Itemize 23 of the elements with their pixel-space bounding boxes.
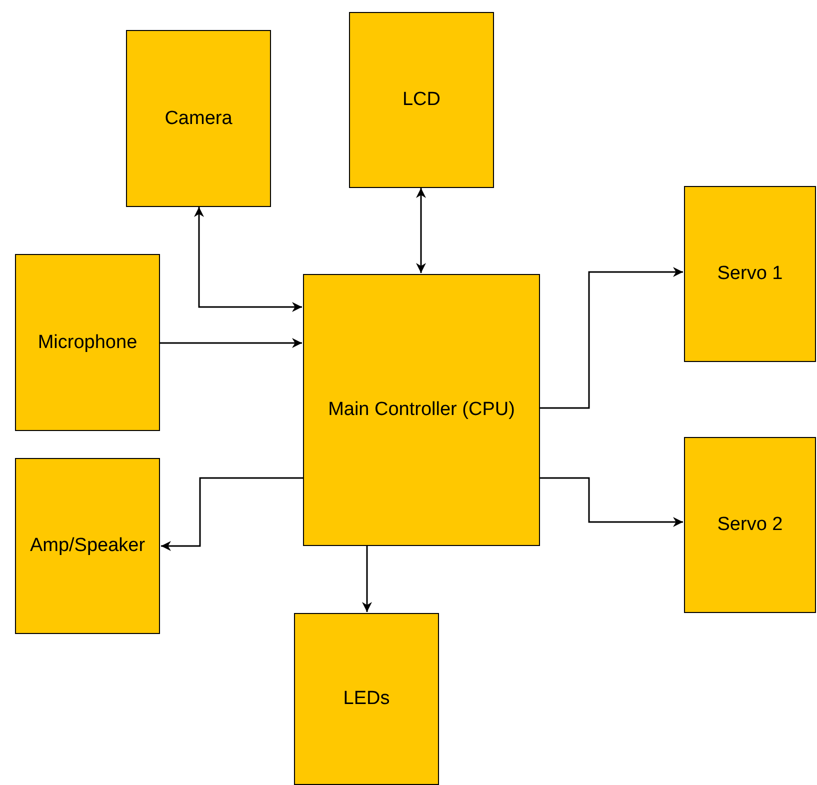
component-box xyxy=(15,458,160,634)
arrow xyxy=(194,207,302,312)
box-label: LEDs xyxy=(343,688,390,710)
box-label: Amp/Speaker xyxy=(30,535,146,557)
arrow xyxy=(161,477,303,551)
component-box xyxy=(15,254,160,431)
box-label: LCD xyxy=(402,89,440,111)
component-box xyxy=(684,186,816,362)
arrow xyxy=(540,267,683,409)
component-box xyxy=(294,613,439,785)
box-label: Servo 1 xyxy=(717,263,783,285)
component-box xyxy=(303,274,540,546)
box-label: Servo 2 xyxy=(717,514,783,536)
box-label: Microphone xyxy=(38,332,138,354)
box-label: Camera xyxy=(164,108,232,130)
arrow xyxy=(160,338,302,348)
arrow xyxy=(416,188,426,273)
arrow xyxy=(540,477,683,527)
arrow xyxy=(362,546,372,612)
component-box xyxy=(684,437,816,613)
box-label: Main Controller (CPU) xyxy=(328,399,515,421)
component-box xyxy=(349,12,494,188)
component-box xyxy=(126,30,271,207)
